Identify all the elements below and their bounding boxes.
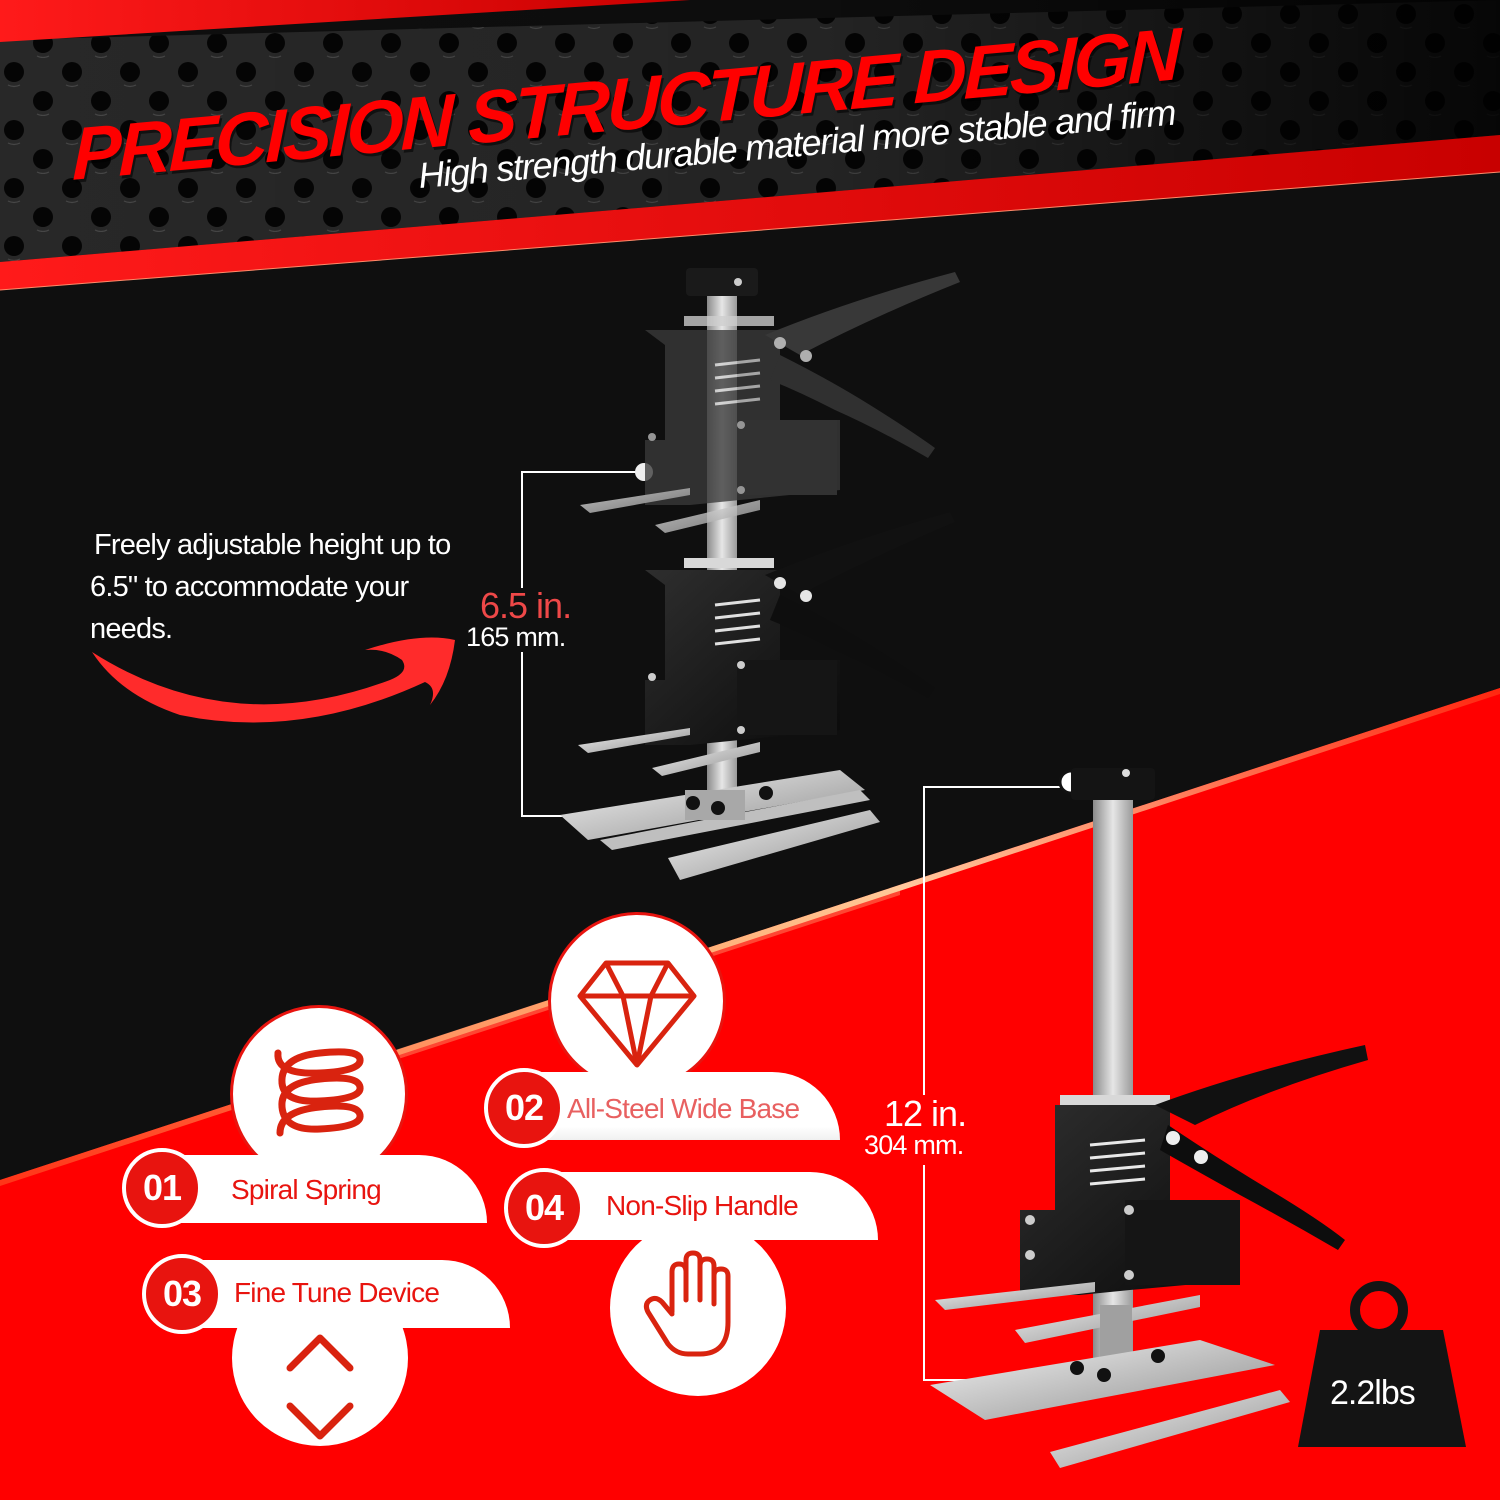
- max-height-inches: 12 in.: [884, 1093, 967, 1134]
- weight-value: 2.2lbs: [1330, 1374, 1416, 1412]
- description-line-1: Freely adjustable height up to: [94, 529, 451, 561]
- feature-label: Fine Tune Device: [234, 1277, 440, 1308]
- feature-number-badge: 01: [122, 1148, 202, 1228]
- description-line-2: 6.5" to accommodate your: [90, 571, 409, 603]
- feature-number-badge: 02: [484, 1068, 564, 1148]
- spring-icon: [274, 1048, 364, 1137]
- adjustable-height-description: Freely adjustable height up to 6.5" to a…: [90, 524, 510, 650]
- min-height-mm: 165 mm.: [466, 622, 566, 652]
- feature-label: Non-Slip Handle: [606, 1190, 799, 1221]
- feature-number-badge: 03: [142, 1254, 222, 1334]
- diamond-icon: [577, 960, 697, 1068]
- max-height-mm: 304 mm.: [864, 1130, 964, 1160]
- feature-number-badge: 04: [504, 1168, 584, 1248]
- feature-label: Spiral Spring: [231, 1174, 382, 1205]
- up-down-chevrons-icon: [286, 1334, 354, 1440]
- feature-label: All-Steel Wide Base: [567, 1093, 800, 1124]
- min-height-inches: 6.5 in.: [480, 585, 572, 626]
- description-line-3: needs.: [90, 613, 173, 645]
- hand-icon: [643, 1250, 731, 1357]
